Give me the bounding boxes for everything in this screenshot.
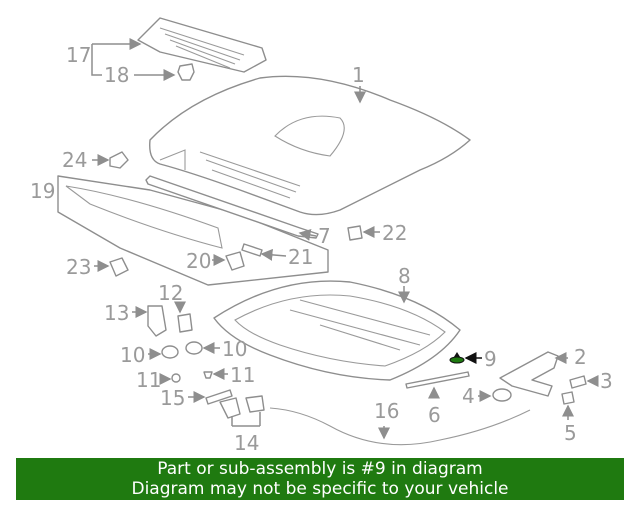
clip-20-part[interactable] — [225, 251, 245, 271]
weatherstrip-part[interactable] — [145, 175, 319, 239]
callout-11-left: 11 — [136, 368, 161, 392]
callout-20: 20 — [186, 249, 211, 273]
callout-2: 2 — [574, 345, 587, 369]
callout-10-right: 10 — [222, 337, 247, 361]
bracket-13-part[interactable] — [147, 305, 167, 337]
callout-19: 19 — [30, 179, 55, 203]
leader-lines — [91, 38, 599, 440]
hood-scoop-part[interactable] — [137, 17, 267, 73]
scoop-clip-part[interactable] — [177, 63, 195, 81]
banner-line-2: Diagram may not be specific to your vehi… — [131, 479, 509, 499]
hood-parts-diagram: 17 18 1 24 19 7 22 20 21 23 8 12 13 10 1… — [30, 17, 613, 455]
callout-17: 17 — [66, 43, 91, 67]
bumper-4-part[interactable] — [492, 388, 512, 402]
callout-5: 5 — [564, 421, 577, 445]
bumper-10-left-part[interactable] — [161, 345, 179, 359]
callout-3: 3 — [600, 369, 613, 393]
callout-13: 13 — [104, 301, 129, 325]
bolt-part[interactable] — [241, 243, 263, 257]
highlighted-part-9[interactable] — [449, 352, 465, 364]
part-info-banner: Part or sub-assembly is #9 in diagram Di… — [16, 458, 624, 500]
callout-6: 6 — [428, 403, 441, 427]
latch-part[interactable] — [219, 395, 265, 419]
callout-22: 22 — [382, 221, 407, 245]
callout-4: 4 — [462, 384, 475, 408]
front-seal-part[interactable] — [57, 175, 329, 286]
grommet-11-right-part[interactable] — [203, 371, 213, 379]
nut-5-part[interactable] — [561, 391, 575, 405]
bumper-12-part[interactable] — [177, 313, 193, 333]
hood-strut-part[interactable] — [405, 371, 470, 389]
callout-21: 21 — [288, 245, 313, 269]
callout-16: 16 — [374, 399, 399, 423]
bumper-10-right-part[interactable] — [185, 341, 203, 355]
callout-1: 1 — [352, 63, 365, 87]
callout-18: 18 — [104, 63, 129, 87]
grommet-11-left-part[interactable] — [171, 373, 181, 383]
callout-11-right: 11 — [230, 363, 255, 387]
banner-line-1: Part or sub-assembly is #9 in diagram — [157, 459, 483, 479]
nut-22-part[interactable] — [347, 225, 363, 241]
hinge-part[interactable] — [499, 351, 559, 397]
clip-23-part[interactable] — [109, 257, 129, 277]
callout-7: 7 — [318, 224, 331, 248]
callout-12: 12 — [158, 281, 183, 305]
callout-8: 8 — [398, 264, 411, 288]
hinge-bolt-part[interactable] — [569, 375, 587, 389]
callout-15: 15 — [160, 386, 185, 410]
insulator-part[interactable] — [213, 280, 461, 381]
release-handle-part[interactable] — [205, 389, 233, 405]
callout-23: 23 — [66, 255, 91, 279]
callout-9: 9 — [484, 347, 497, 371]
callout-14: 14 — [234, 431, 259, 455]
callout-24: 24 — [62, 148, 87, 172]
push-pin-part[interactable] — [109, 151, 129, 169]
callout-10-left: 10 — [120, 343, 145, 367]
release-cable-part[interactable] — [269, 407, 531, 446]
hood-panel-part[interactable] — [149, 75, 471, 216]
